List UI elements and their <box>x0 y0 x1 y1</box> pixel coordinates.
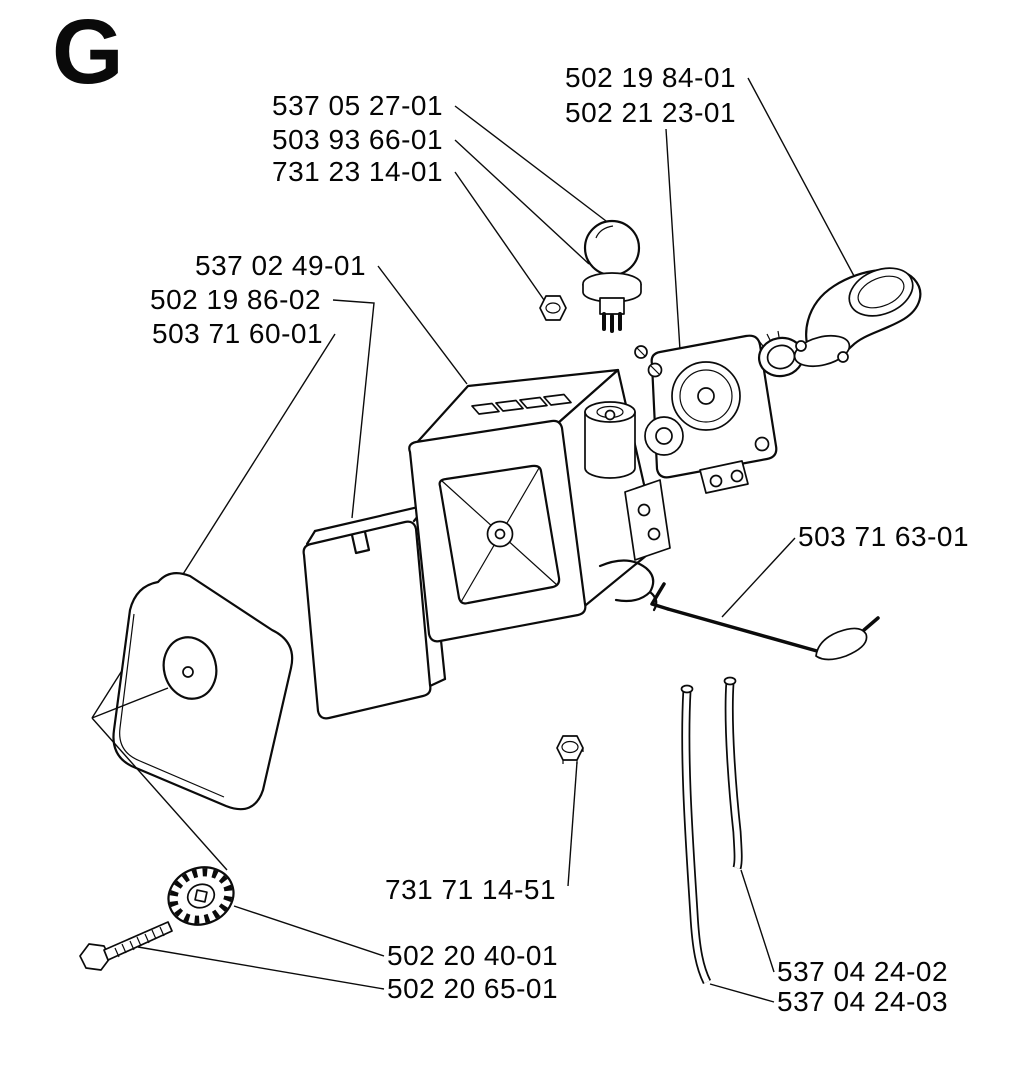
label-fuel-line-long: 537 04 24-03 <box>777 986 949 1017</box>
cover-bolt <box>79 921 173 971</box>
label-intake-elbow: 502 19 84-01 <box>565 62 737 93</box>
nut-lower <box>556 735 584 764</box>
section-letter: G <box>52 1 124 103</box>
label-nut-upper: 731 23 14-01 <box>272 156 444 187</box>
air-filter-cover <box>112 571 294 811</box>
fuel-line-short <box>723 676 743 870</box>
carburetor <box>634 334 778 494</box>
label-cover-bolt: 502 20 65-01 <box>387 973 559 1004</box>
throttle-rod <box>650 582 880 661</box>
retainer-knob <box>167 866 235 926</box>
nut-upper <box>539 295 567 321</box>
label-retainer-knob: 502 20 40-01 <box>387 940 559 971</box>
label-foam-filter: 502 19 86-02 <box>150 284 322 315</box>
label-carburetor: 502 21 23-01 <box>565 97 737 128</box>
assembly-lines <box>91 687 228 871</box>
intake-elbow <box>793 267 922 368</box>
bolt-threads <box>114 926 165 958</box>
primer-bulb <box>582 219 642 333</box>
filter-housing <box>408 368 671 643</box>
fuel-line-long <box>680 684 712 985</box>
label-nut-lower: 731 71 14-51 <box>385 874 557 905</box>
label-primer-bulb: 537 05 27-01 <box>272 90 444 121</box>
label-filter-housing: 537 02 49-01 <box>195 250 367 281</box>
label-throttle-rod: 503 71 63-01 <box>798 521 970 552</box>
leader-lines <box>91 77 855 1003</box>
label-fuel-line-short: 537 04 24-02 <box>777 956 949 987</box>
label-air-filter-cover: 503 71 60-01 <box>152 318 324 349</box>
label-primer-base: 503 93 66-01 <box>272 124 444 155</box>
